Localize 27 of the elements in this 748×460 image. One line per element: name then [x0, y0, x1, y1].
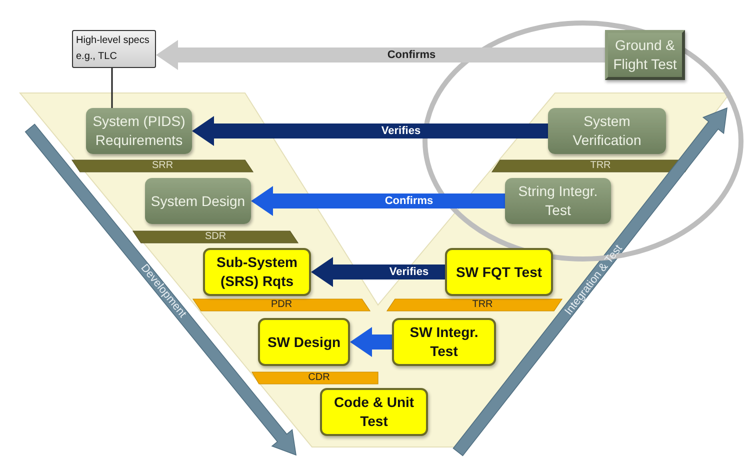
review-label: TRR	[472, 299, 493, 310]
block-arrow	[192, 116, 548, 146]
review-label: CDR	[308, 372, 330, 383]
block-arrow	[311, 257, 445, 287]
process-box: SW Design	[258, 318, 350, 366]
process-box: System (PIDS) Requirements	[86, 108, 192, 154]
connector-line	[111, 68, 113, 108]
process-box: String Integr. Test	[505, 178, 611, 224]
edge-label: Confirms	[385, 49, 438, 61]
review-label: TRR	[590, 160, 611, 171]
process-box: Code & Unit Test	[320, 388, 428, 436]
process-box: SW FQT Test	[445, 248, 553, 296]
edge-label: Confirms	[382, 195, 436, 207]
edge-label: Verifies	[379, 125, 423, 137]
edge-label: Verifies	[387, 266, 431, 278]
block-arrow	[251, 186, 505, 216]
process-box: System Verification	[548, 108, 666, 154]
process-box: SW Integr. Test	[392, 318, 496, 366]
process-box: Sub-System (SRS) Rqts	[203, 248, 311, 296]
block-arrow	[156, 40, 605, 70]
note-box: High-level specs e.g., TLC	[72, 30, 156, 68]
review-label: PDR	[270, 299, 292, 310]
block-arrow	[350, 327, 392, 357]
review-label: SDR	[204, 231, 226, 242]
review-label: SRR	[152, 160, 174, 171]
process-box: System Design	[145, 178, 251, 224]
process-box: Ground & Flight Test	[605, 30, 685, 80]
